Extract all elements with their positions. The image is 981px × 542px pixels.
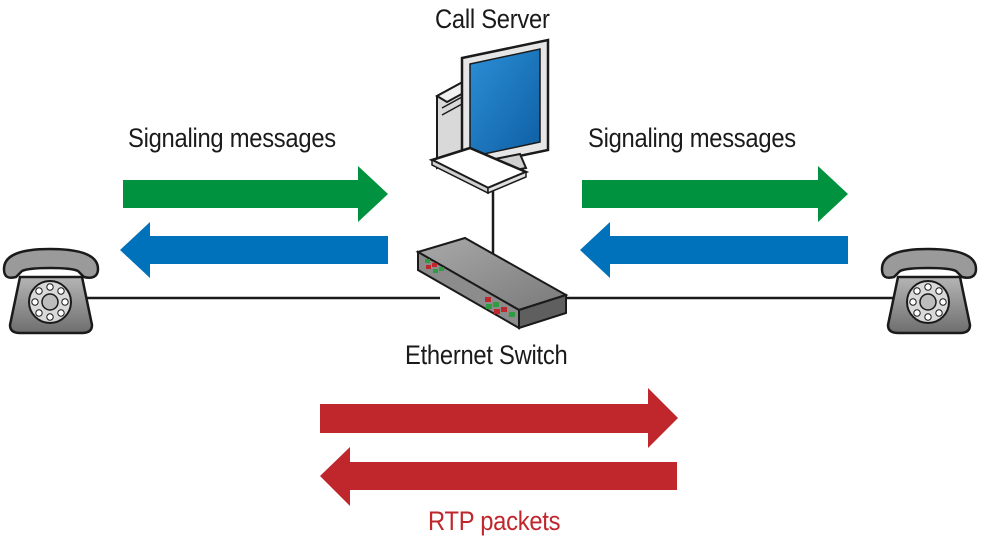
signaling-messages-label-right: Signaling messages bbox=[588, 123, 796, 153]
signaling-forward-arrow-right bbox=[582, 166, 848, 222]
network-wires bbox=[85, 190, 895, 300]
telephone-icon bbox=[880, 247, 978, 335]
rtp-forward-arrow bbox=[320, 388, 678, 448]
telephone-icon bbox=[2, 247, 100, 335]
signaling-return-arrow-left bbox=[120, 222, 388, 278]
signaling-arrows-right bbox=[580, 166, 848, 278]
ethernet-switch-label: Ethernet Switch bbox=[405, 340, 568, 370]
computer-monitor-icon bbox=[428, 38, 550, 195]
rtp-return-arrow bbox=[320, 447, 677, 506]
rtp-arrows bbox=[320, 388, 678, 506]
signaling-return-arrow-right bbox=[580, 222, 848, 278]
call-server-label: Call Server bbox=[435, 4, 550, 34]
ethernet-switch-icon bbox=[415, 236, 569, 330]
signaling-messages-label-left: Signaling messages bbox=[128, 123, 336, 153]
signaling-arrows-left bbox=[120, 166, 388, 278]
signaling-forward-arrow-left bbox=[123, 166, 388, 222]
rtp-packets-label: RTP packets bbox=[428, 506, 561, 536]
